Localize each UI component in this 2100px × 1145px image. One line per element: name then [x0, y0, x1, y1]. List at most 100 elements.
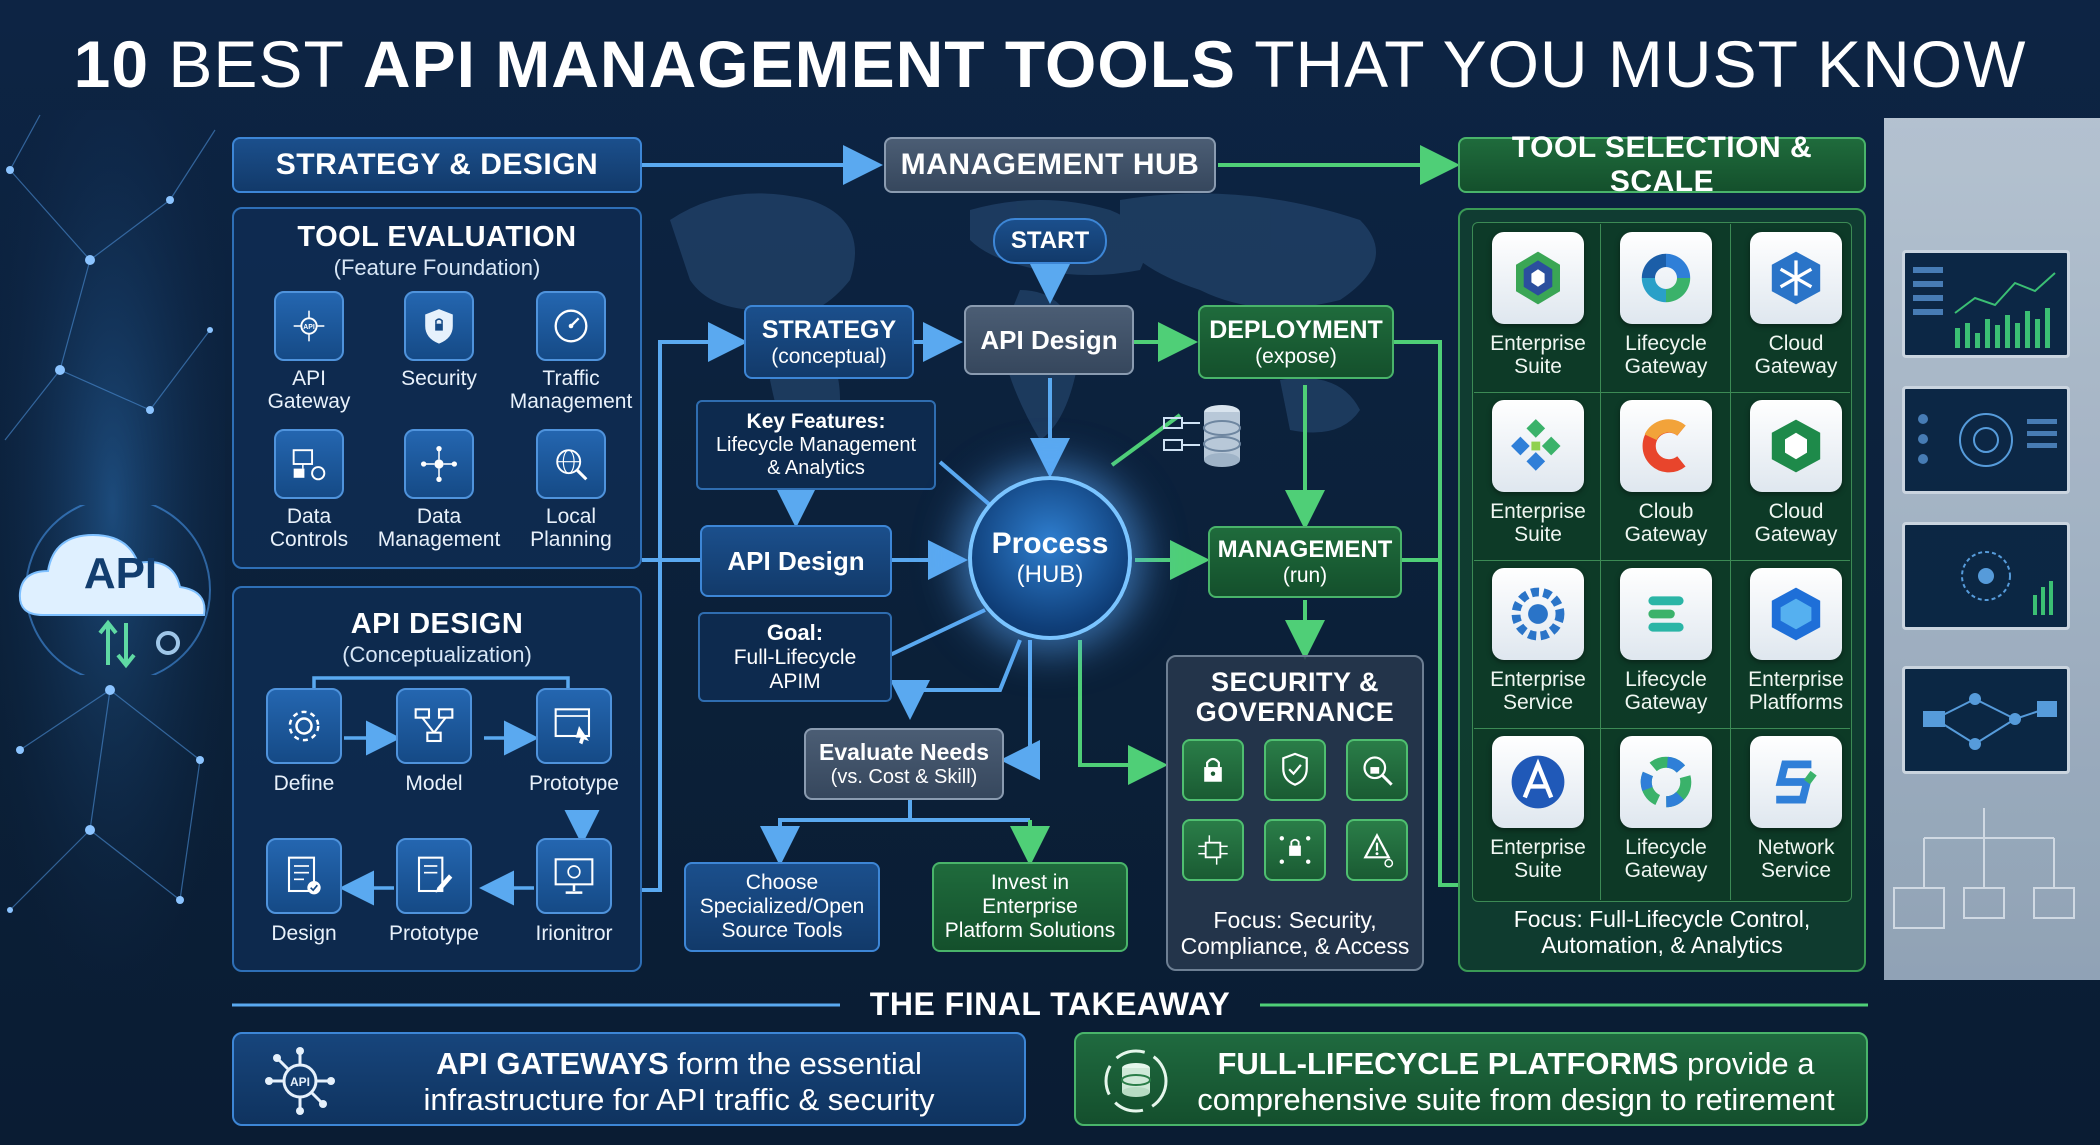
checklist-icon: [266, 838, 342, 914]
management-node-sub: (run): [1282, 564, 1328, 587]
evaluate-needs-sub: (vs. Cost & Skill): [830, 766, 978, 788]
strategy-node-title: STRATEGY: [761, 315, 897, 344]
tool-evaluation-panel: TOOL EVALUATION (Feature Foundation) API…: [232, 207, 642, 569]
mosaic-logo-icon: [1492, 400, 1584, 492]
flowchart-icon: [396, 688, 472, 764]
strategy-node-sub: (conceptual): [771, 344, 887, 368]
tool-evaluation-subtitle: (Feature Foundation): [333, 255, 541, 280]
security-title-line1: SECURITY &: [1210, 667, 1380, 697]
process-hub-sub: (HUB): [1016, 561, 1084, 588]
page-title: 10 BEST API MANAGEMENT TOOLS THAT YOU MU…: [73, 27, 2027, 101]
invest-line3: Platform Solutions: [944, 919, 1116, 942]
takeaway-right-rest: provide a: [1678, 1046, 1815, 1081]
tool-eval-item: Security: [394, 291, 484, 390]
tools-focus-line1: Focus: Full-Lifecycle Control,: [1513, 906, 1811, 932]
warning-network-icon: [1346, 819, 1408, 881]
api-design-step-label: Model: [405, 772, 463, 795]
a-triangle-logo-icon: [1492, 736, 1584, 828]
security-focus-line1: Focus: Security,: [1213, 907, 1377, 933]
management-node-title: MANAGEMENT: [1217, 536, 1393, 563]
svg-text:API: API: [290, 1075, 310, 1089]
api-design-step: Define: [264, 688, 344, 795]
api-design-top-node: API Design: [964, 305, 1134, 375]
api-gateway-icon: API: [274, 291, 344, 361]
cycle-logo-icon: [1620, 232, 1712, 324]
api-design-step: Design: [264, 838, 344, 945]
c-logo-icon: [1620, 400, 1712, 492]
process-hub: Process (HUB): [968, 476, 1132, 640]
svg-text:API: API: [303, 324, 315, 331]
takeaway-left-line2: infrastructure for API traffic & securit…: [423, 1082, 935, 1117]
hex-star-logo-icon: [1750, 232, 1842, 324]
api-design-step: Irionitror: [534, 838, 614, 945]
tools-focus-line2: Automation, & Analytics: [1541, 932, 1783, 958]
s-logo-icon: [1750, 736, 1842, 828]
azure-hex-logo-icon: [1750, 568, 1842, 660]
start-node: START: [993, 218, 1107, 264]
monitor-network: [1902, 386, 2070, 494]
api-design-step-label: Prototype: [389, 922, 479, 945]
shield-icon: [404, 291, 474, 361]
monitor-diagram: [1902, 666, 2070, 774]
key-features-node: Key Features: Lifecycle Management & Ana…: [696, 400, 936, 490]
api-design-step: Prototype: [389, 838, 479, 945]
cloud-icon: [18, 505, 211, 675]
api-design-step-label: Define: [273, 772, 335, 795]
hexagon-logo-icon: [1492, 232, 1584, 324]
invest-enterprise-node: Invest in Enterprise Platform Solutions: [932, 862, 1128, 952]
lock-icon: [1182, 739, 1244, 801]
monitor-chart: [1902, 250, 2070, 358]
api-design-step: Model: [394, 688, 474, 795]
ring-logo-icon: [1620, 736, 1712, 828]
green-hex-logo-icon: [1750, 400, 1842, 492]
goal-title: Goal:: [766, 620, 824, 645]
security-governance-panel: SECURITY & GOVERNANCE Focus: Security, C…: [1166, 655, 1424, 971]
device-column: [1884, 118, 2100, 980]
header-management-hub: MANAGEMENT HUB: [884, 137, 1216, 193]
takeaway-right-card: FULL-LIFECYCLE PLATFORMS provide a compr…: [1074, 1032, 1868, 1126]
api-design-step-label: Prototype: [529, 772, 619, 795]
database-icon: [1163, 405, 1241, 467]
invest-line1: Invest in: [990, 871, 1070, 894]
browser-click-icon: [536, 688, 612, 764]
takeaway-right-line1: FULL-LIFECYCLE PLATFORMS provide a: [1176, 1046, 1856, 1082]
key-features-title: Key Features:: [746, 410, 886, 433]
security-focus-line2: Compliance, & Access: [1180, 933, 1410, 959]
goal-line2: APIM: [769, 670, 821, 693]
evaluate-needs-title: Evaluate Needs: [818, 739, 990, 765]
deployment-node: DEPLOYMENT (expose): [1198, 305, 1394, 379]
gear-icon: [266, 688, 342, 764]
api-badge-label: API: [83, 549, 158, 598]
choose-line3: Source Tools: [721, 919, 843, 942]
tool-evaluation-title: TOOL EVALUATION: [297, 221, 577, 253]
header-strategy-design: STRATEGY & DESIGN: [232, 137, 642, 193]
